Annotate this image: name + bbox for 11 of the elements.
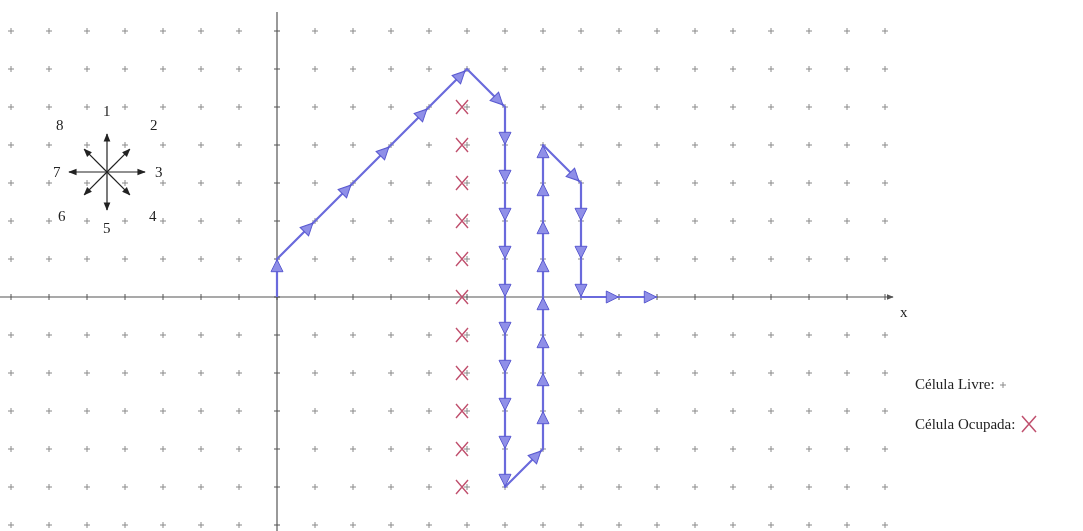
- direction-number: 2: [150, 118, 158, 133]
- direction-number: 6: [58, 209, 66, 224]
- direction-number: 1: [103, 104, 111, 119]
- direction-number: 4: [149, 209, 157, 224]
- legend-text: Célula Ocupada:: [915, 415, 1016, 433]
- axis-label: x: [900, 305, 908, 320]
- direction-number: 7: [53, 165, 61, 180]
- direction-number: 3: [155, 165, 163, 180]
- legend-text: Célula Livre:: [915, 376, 995, 393]
- direction-number: 5: [103, 221, 111, 236]
- direction-number: 8: [56, 118, 64, 133]
